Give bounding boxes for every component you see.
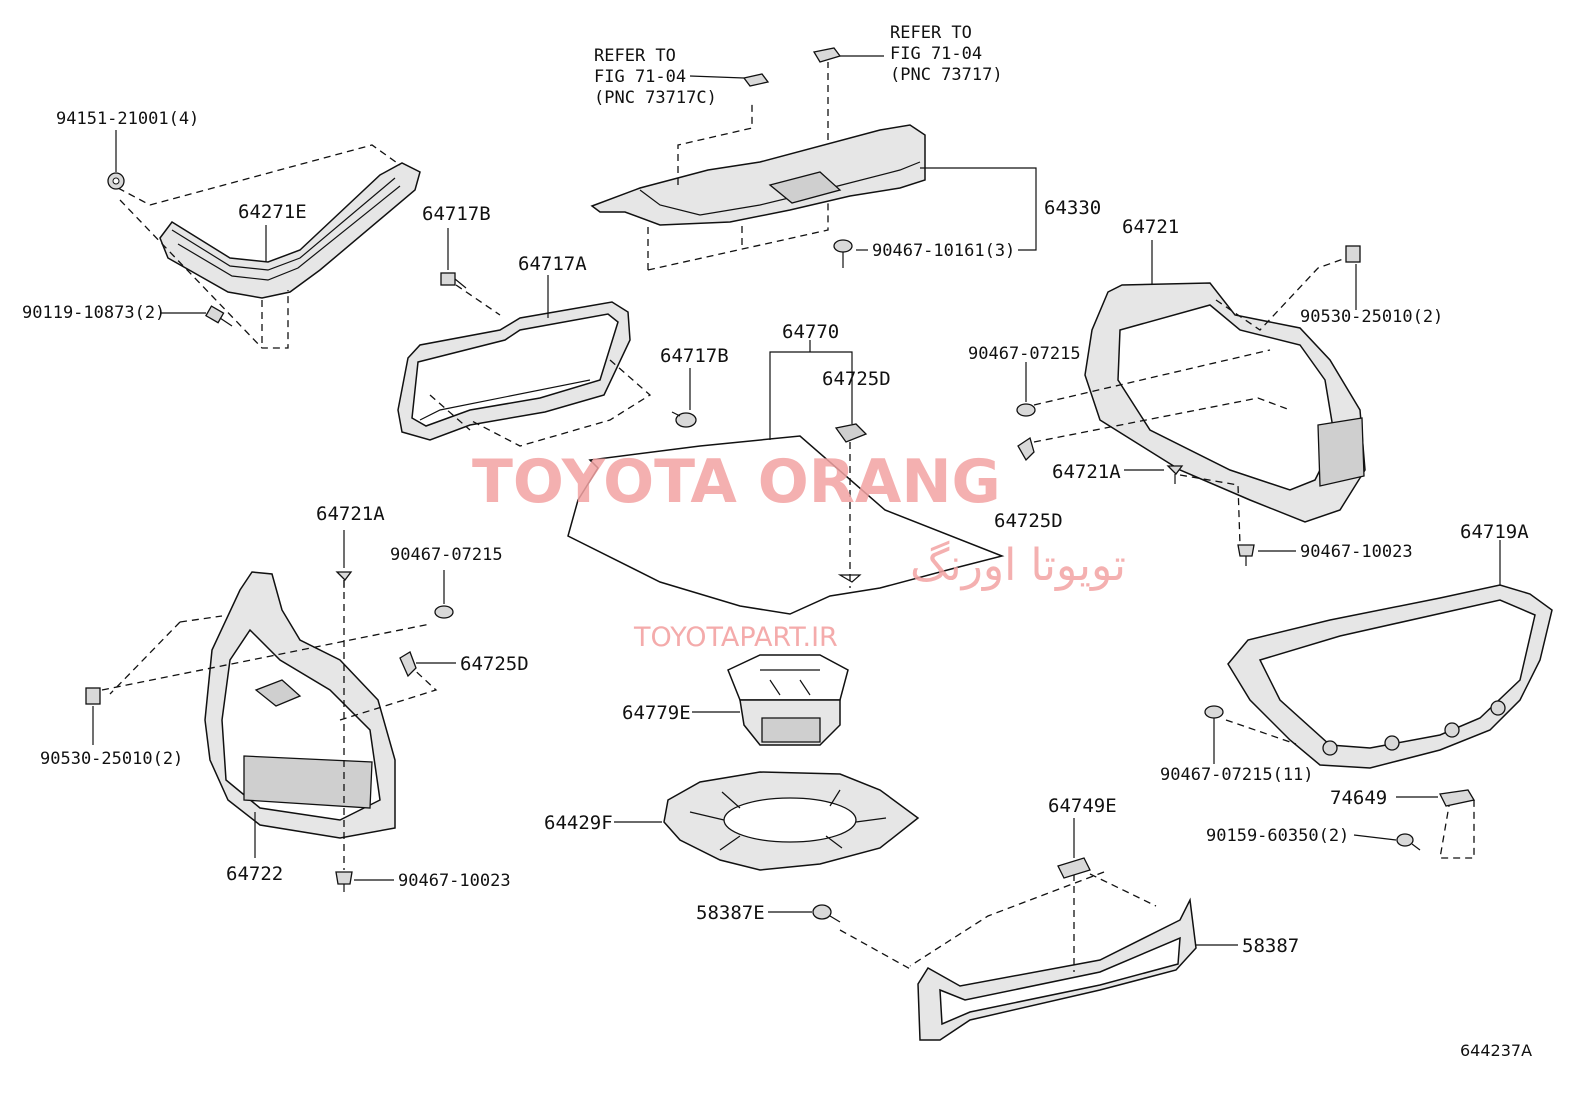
clip-64749E-icon [1057,857,1091,879]
clip-90467-07215-l-icon [434,605,454,619]
watermark-persian: تویوتا اورنگ [910,540,1126,591]
clip-90467-07215-11-icon [1204,705,1224,719]
label-64719A: 64719A [1460,521,1529,543]
diagram-code: 644237A [1460,1041,1532,1060]
label-64722: 64722 [226,863,283,885]
part-64429F-tray [663,771,920,871]
label-74649: 74649 [1330,787,1387,809]
label-64779E: 64779E [622,702,691,724]
label-90119-10873: 90119-10873(2) [22,303,165,323]
part-64770-mat [567,423,1005,615]
label-64271E: 64271E [238,201,307,223]
rivet-64721A-l-icon [335,571,353,588]
label-refer2-line2: FIG 71-04 [890,44,982,64]
part-64271E-bracket [117,144,421,349]
label-64721A-right: 64721A [1052,461,1121,483]
part-64721-side-trim [1033,257,1366,546]
label-refer1-line2: FIG 71-04 [594,67,686,87]
label-64330: 64330 [1044,197,1101,219]
label-refer1-line3: (PNC 73717C) [594,88,717,108]
screw-90159-icon [1396,833,1421,851]
label-64429F: 64429F [544,812,613,834]
clip-90467-07215-r-icon [1016,403,1036,417]
clip-90467-10161-icon [833,239,853,268]
part-64719A-lid-trim [1225,584,1553,859]
label-90467-10161: 90467-10161(3) [872,241,1015,261]
label-64725D-right: 64725D [994,510,1063,532]
rivet-64721A-r-icon [1166,465,1184,484]
watermark-brand: TOYOTA ORANG [472,447,1001,517]
label-90467-10023-left: 90467-10023 [398,871,511,891]
label-refer1-line1: REFER TO [594,46,676,66]
label-64770: 64770 [782,321,839,343]
watermark-site: TOYOTAPART.IR [633,622,838,653]
callout-labels: 94151-21001(4) 64271E 90119-10873(2) 647… [22,23,1532,1060]
label-90467-07215-11: 90467-07215(11) [1160,765,1314,785]
label-64717B-top: 64717B [422,203,491,225]
hook-74649-icon [1439,789,1476,807]
label-64725D-center: 64725D [822,368,891,390]
bolt-64717B-top-icon [440,272,467,289]
label-64725D-left: 64725D [460,653,529,675]
clip-94151-icon [107,172,125,190]
label-90530-25010-right: 90530-25010(2) [1300,307,1443,327]
label-64721: 64721 [1122,216,1179,238]
bracket-64725D-r-icon [1017,436,1035,462]
watermark: TOYOTA ORANG تویوتا اورنگ TOYOTAPART.IR [472,447,1126,653]
clip-73717C-icon [742,73,770,87]
label-refer2-line1: REFER TO [890,23,972,43]
clip-64717B-right-icon [671,411,697,428]
label-90467-07215-right: 90467-07215 [968,344,1081,364]
clip-58387E-icon [812,904,841,923]
clip-90467-10023-l-icon [335,871,353,892]
label-64721A-left: 64721A [316,503,385,525]
bracket-64725D-l-icon [399,651,417,678]
label-94151-21001: 94151-21001(4) [56,109,199,129]
label-64717A: 64717A [518,253,587,275]
label-64717B-right: 64717B [660,345,729,367]
part-64330-shelf [590,62,926,271]
label-90467-10023-right: 90467-10023 [1300,542,1413,562]
label-refer2-line3: (PNC 73717) [890,65,1003,85]
retainer-90530-r-icon [1345,245,1361,263]
retainer-90530-l-icon [85,687,101,705]
label-58387E: 58387E [696,902,765,924]
screw-90119-icon [205,305,233,327]
label-90530-25010-left: 90530-25010(2) [40,749,183,769]
part-64722-side-trim [101,571,438,870]
label-64749E: 64749E [1048,795,1117,817]
label-90159-60350: 90159-60350(2) [1206,826,1349,846]
clip-73717-icon [812,47,842,63]
part-64779E-jack-holder [727,654,849,746]
label-90467-07215-left: 90467-07215 [390,545,503,565]
part-58387-scuff-plate [839,871,1197,1041]
part-64717A-panel [397,284,652,447]
clip-90467-10023-r-icon [1237,544,1255,566]
label-58387: 58387 [1242,935,1299,957]
